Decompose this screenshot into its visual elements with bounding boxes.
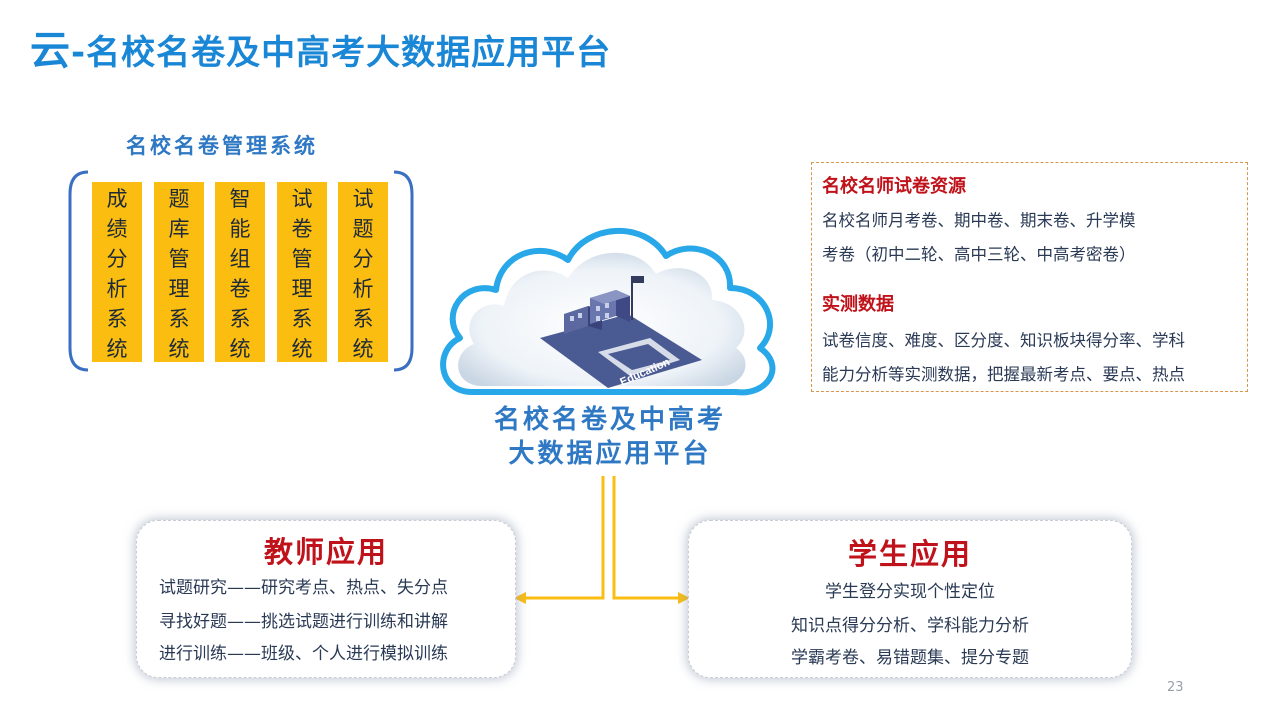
module-label: 试题分析系统	[338, 184, 388, 364]
module-label-char: 统	[168, 337, 190, 361]
module-label-char: 系	[229, 307, 251, 331]
teacher-app-line: 进行训练——班级、个人进行模拟训练	[159, 644, 448, 664]
resources-text: 考卷（初中二轮、高中三轮、中高考密卷）	[822, 245, 1136, 264]
page-title-cloud-char: 云	[30, 28, 71, 74]
module-question-analysis: 试题分析系统	[338, 182, 388, 362]
teacher-app-line: 试题研究——研究考点、热点、失分点	[159, 578, 448, 598]
module-label-char: 题	[352, 217, 374, 241]
module-label: 智能组卷系统	[215, 184, 265, 364]
cloud-school-icon: Education	[440, 228, 776, 396]
module-label-char: 析	[106, 277, 128, 301]
module-label-char: 库	[168, 217, 190, 241]
system-bracket	[68, 170, 414, 372]
module-label: 成绩分析系统	[92, 184, 142, 364]
page-title: 云-名校名卷及中高考大数据应用平台	[30, 18, 611, 76]
module-label-char: 分	[106, 247, 128, 271]
module-label-char: 统	[106, 337, 128, 361]
module-label-char: 题	[168, 187, 190, 211]
measured-data-heading: 实测数据	[822, 294, 894, 315]
system-title: 名校名卷管理系统	[126, 134, 318, 158]
connector-arrows	[514, 476, 690, 604]
module-label-char: 理	[168, 277, 190, 301]
resources-text: 名校名师月考卷、期中卷、期末卷、升学模	[822, 211, 1136, 230]
teacher-app-line: 寻找好题——挑选试题进行训练和讲解	[159, 612, 448, 632]
module-label-char: 能	[229, 217, 251, 241]
module-label-char: 智	[229, 187, 251, 211]
module-label-char: 成	[106, 187, 128, 211]
module-label-char: 统	[352, 337, 374, 361]
platform-title-line: 大数据应用平台	[508, 439, 712, 469]
module-label-char: 系	[168, 307, 190, 331]
module-label-char: 系	[291, 307, 313, 331]
module-label-char: 系	[352, 307, 374, 331]
resources-panel: 名校名师试卷资源 名校名师月考卷、期中卷、期末卷、升学模 考卷（初中二轮、高中三…	[811, 162, 1248, 392]
module-label: 试卷管理系统	[277, 184, 327, 364]
module-label-char: 统	[291, 337, 313, 361]
teacher-app-panel: 教师应用 试题研究——研究考点、热点、失分点 寻找好题——挑选试题进行训练和讲解…	[136, 520, 516, 678]
resources-heading: 名校名师试卷资源	[822, 176, 966, 197]
teacher-app-title: 教师应用	[263, 535, 388, 569]
measured-data-text: 能力分析等实测数据，把握最新考点、要点、热点	[822, 365, 1185, 384]
module-label-char: 析	[352, 277, 374, 301]
student-app-line: 学生登分实现个性定位	[825, 582, 995, 602]
module-score-analysis: 成绩分析系统	[92, 182, 142, 362]
page-title-rest: -名校名卷及中高考大数据应用平台	[71, 33, 612, 73]
module-smart-paper: 智能组卷系统	[215, 182, 265, 362]
platform-title: 名校名卷及中高考 大数据应用平台	[440, 403, 780, 471]
module-label-char: 分	[352, 247, 374, 271]
module-label-char: 卷	[291, 217, 313, 241]
module-question-bank: 题库管理系统	[154, 182, 204, 362]
module-label-char: 试	[291, 187, 313, 211]
student-app-line: 知识点得分分析、学科能力分析	[791, 616, 1029, 636]
module-label-char: 管	[291, 247, 313, 271]
module-label: 题库管理系统	[154, 184, 204, 364]
platform-title-line: 名校名卷及中高考	[493, 405, 726, 435]
module-label-char: 系	[106, 307, 128, 331]
module-label-char: 绩	[106, 217, 128, 241]
student-app-line: 学霸考卷、易错题集、提分专题	[791, 648, 1029, 668]
module-label-char: 统	[229, 337, 251, 361]
module-label-char: 管	[168, 247, 190, 271]
module-label-char: 理	[291, 277, 313, 301]
measured-data-text: 试卷信度、难度、区分度、知识板块得分率、学科	[822, 331, 1185, 350]
module-label-char: 组	[229, 247, 251, 271]
page-number: 23	[1167, 680, 1184, 695]
module-label-char: 卷	[229, 277, 251, 301]
student-app-title: 学生应用	[847, 537, 972, 571]
module-label-char: 试	[352, 187, 374, 211]
module-paper-management: 试卷管理系统	[277, 182, 327, 362]
student-app-panel: 学生应用 学生登分实现个性定位 知识点得分分析、学科能力分析 学霸考卷、易错题集…	[688, 520, 1132, 678]
